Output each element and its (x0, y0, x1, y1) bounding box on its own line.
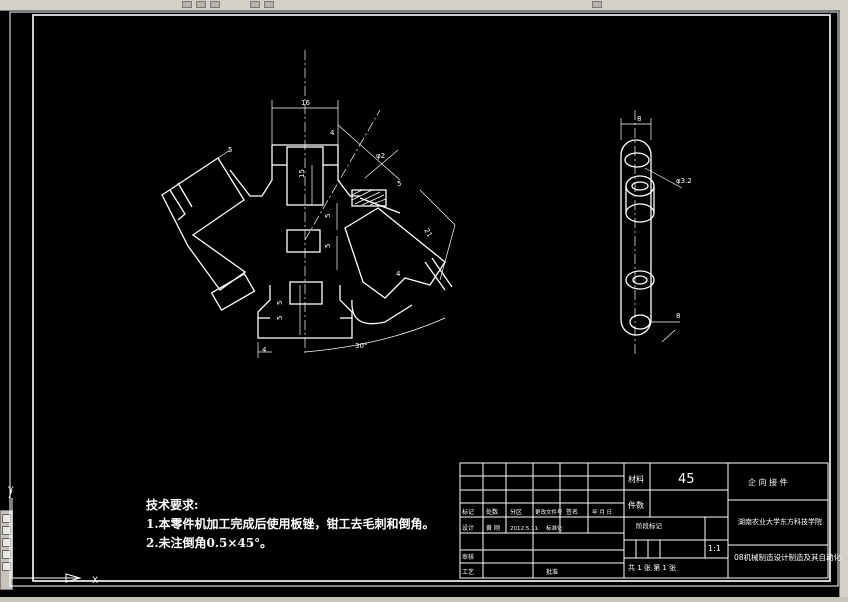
drawing-number: 08机械制造设计制造及其自动化 (734, 552, 842, 562)
part-name: 企 向 接 件 (748, 477, 788, 487)
center-lines (304, 50, 636, 355)
material-label: 材料 (628, 474, 644, 484)
dim-text: 5 (228, 146, 232, 154)
dim-text: 4 (330, 129, 335, 137)
side-dimensions (620, 118, 683, 343)
toolbar-icon[interactable] (210, 1, 220, 8)
ucs-icon (8, 489, 82, 583)
technical-requirement-item: 1.本零件机加工完成后使用板锉，钳工去毛刺和倒角。 (146, 517, 435, 531)
design-date: 2012.5.11 (510, 526, 538, 532)
stage-marks-label: 阶段标记 (636, 521, 663, 530)
scale: 1:1 (708, 544, 721, 553)
dim-text: 5 (397, 180, 401, 188)
dim-text: φ2 (376, 152, 385, 160)
dropdown-arrow-icon[interactable] (592, 1, 602, 8)
review-label: 审核 (462, 553, 474, 561)
horizontal-scrollbar[interactable] (0, 597, 848, 602)
technical-requirement-item: 2.未注倒角0.5×45°。 (146, 536, 273, 550)
count-label: 处数 (486, 508, 498, 516)
dimension-lines (217, 100, 456, 358)
toolbar (0, 0, 848, 11)
zone-label: 分区 (510, 508, 522, 516)
part-count-label: 件数 (628, 500, 644, 510)
drawing-frame (9, 11, 839, 587)
hatch (351, 189, 387, 206)
ucs-y-label: Y (7, 486, 14, 496)
dim-text: φ3.2 (676, 177, 692, 185)
ucs-x-label: X (92, 576, 98, 586)
dimension-texts: 16 15 5 5 5 5 5 5 4 4 4 φ2 21 30° 8 φ3.2… (228, 99, 692, 354)
change-doc-label: 更改文件号 (535, 508, 563, 516)
standardize-label: 标准化 (546, 524, 563, 532)
mark-label: 标记 (462, 508, 474, 516)
design-label: 设计 (462, 524, 474, 532)
toolbar-icon[interactable] (264, 1, 274, 8)
dim-text: 16 (301, 99, 310, 107)
part-side-view (620, 139, 655, 336)
dim-text: 21 (422, 227, 433, 239)
part-front-view (161, 144, 453, 339)
material-value: 45 (678, 472, 695, 487)
dim-text: 30° (355, 342, 367, 350)
title-block-grid (459, 462, 829, 579)
signature-label: 签名 (566, 508, 578, 516)
sheet-info: 共 1 张 第 1 张 (628, 563, 676, 572)
title-block-text: 材料 45 件数 企 向 接 件 湖南农业大学东方科技学院 08机械制造设计制造… (462, 472, 842, 576)
dim-text: 8 (637, 115, 641, 123)
technical-requirements-title: 技术要求: (146, 498, 199, 512)
approve-label: 批准 (546, 568, 558, 576)
dim-text: 4 (262, 346, 267, 354)
dim-text: 5 (276, 316, 284, 320)
dim-text: 15 (298, 169, 306, 178)
toolbar-icon[interactable] (182, 1, 192, 8)
dim-text: 5 (324, 244, 332, 248)
toolbar-icon[interactable] (250, 1, 260, 8)
toolbar-icon[interactable] (196, 1, 206, 8)
dim-text: 8 (676, 312, 680, 320)
dim-text: 4 (396, 270, 401, 278)
dim-text: 5 (276, 301, 284, 305)
school-name: 湖南农业大学东方科技学院 (738, 517, 822, 526)
designer-name: 黄 刚 (486, 524, 500, 532)
date-label: 年 月 日 (592, 508, 612, 516)
process-label: 工艺 (462, 568, 474, 576)
dim-text: 5 (324, 214, 332, 218)
vertical-scrollbar[interactable] (839, 10, 848, 602)
